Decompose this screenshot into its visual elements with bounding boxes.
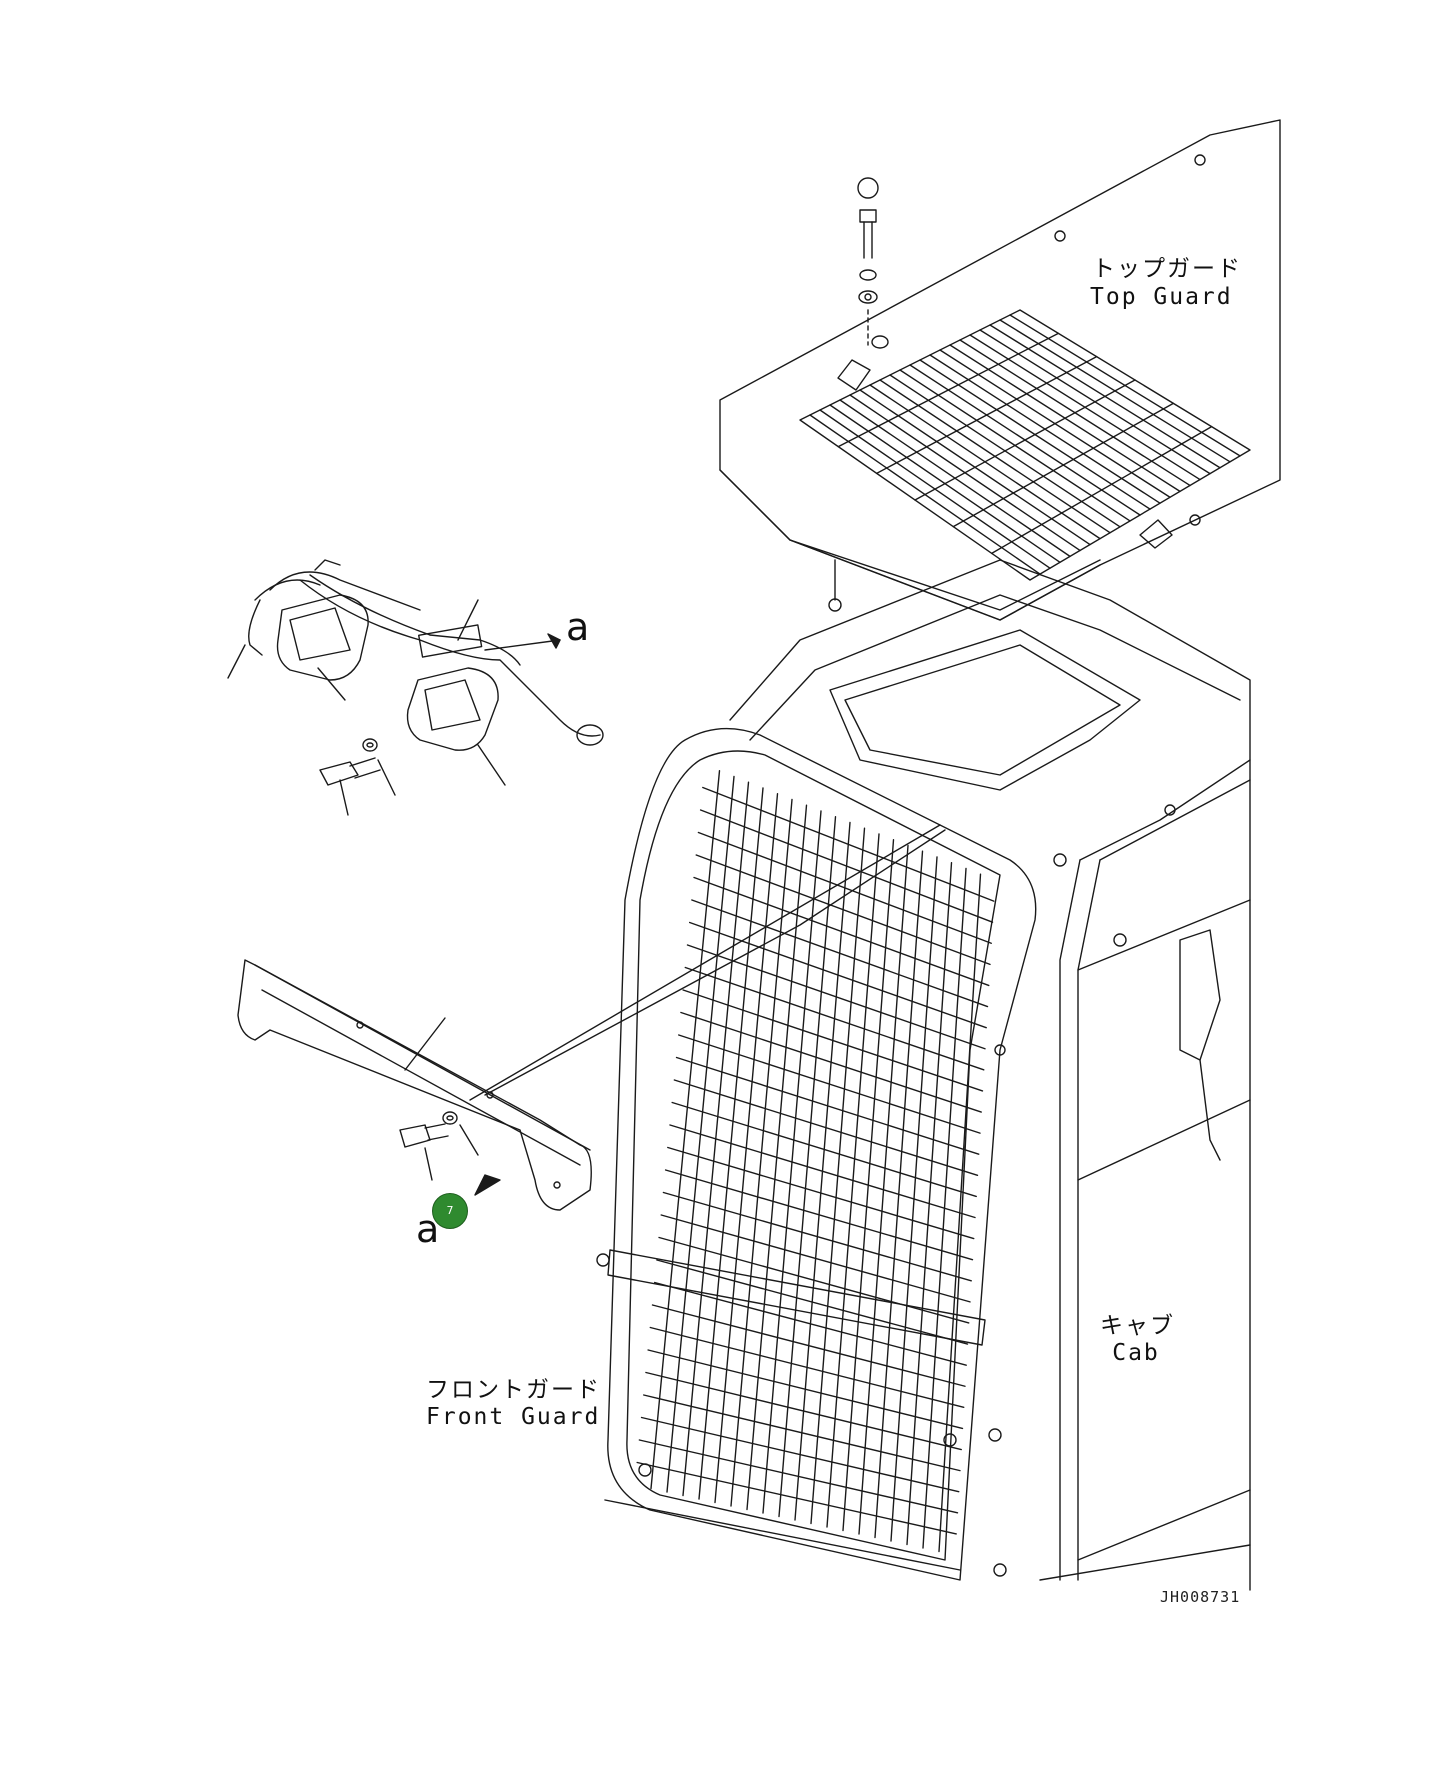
mesh-wire [660, 1214, 971, 1303]
top-guard-label-jp: トップガード [1092, 256, 1242, 282]
mesh-wire [686, 944, 986, 1050]
mesh-wire [675, 1056, 980, 1155]
mesh-wire [645, 1371, 962, 1451]
mesh-wire [914, 379, 1136, 501]
mesh-wire [699, 809, 994, 923]
reference-line [469, 824, 941, 1101]
mesh-wire [671, 1101, 977, 1198]
top-guard [719, 119, 1281, 621]
mesh-wire [656, 1259, 969, 1345]
front-guard-label-jp: フロントガード [426, 1377, 601, 1403]
lamp-2 [406, 667, 499, 751]
mesh-wire [875, 355, 1098, 475]
mesh-wire [680, 1011, 982, 1113]
mesh-wire [651, 1304, 966, 1387]
mesh-wire [837, 332, 1060, 448]
mesh-wire [684, 966, 985, 1071]
mesh-wire [695, 854, 991, 966]
lamp-bracket [237, 829, 946, 1211]
mesh-wire [697, 831, 992, 944]
mesh-wire [658, 1236, 970, 1324]
top-guard-mesh [809, 314, 1241, 575]
mesh-wire [662, 1191, 972, 1282]
mesh-wire [664, 1169, 974, 1261]
mesh-wire [688, 921, 987, 1029]
mesh-wire [691, 899, 989, 1008]
reference-letter-a-upper: a [566, 605, 590, 649]
cab-label-jp: キャブ [1100, 1313, 1175, 1339]
top-guard-label-en: Top Guard [1090, 284, 1233, 310]
mesh-wire [636, 1461, 957, 1535]
mesh-wire [693, 876, 990, 987]
cab-outline [729, 559, 1251, 1591]
mesh-wire [667, 1146, 975, 1240]
mesh-wire [653, 1281, 967, 1366]
front-guard [596, 727, 1037, 1581]
mesh-wire [643, 1394, 961, 1472]
mesh-wire [702, 786, 995, 902]
mesh-wire [678, 1034, 981, 1134]
mesh-wire [649, 1326, 965, 1409]
mesh-wire [669, 1124, 976, 1219]
cab-label-en: Cab [1112, 1340, 1160, 1366]
part-callout-badge[interactable]: 7 [432, 1193, 468, 1229]
mesh-wire [682, 989, 984, 1092]
mesh-wire [673, 1079, 979, 1177]
work-lamp-assembly [227, 559, 604, 816]
mesh-wire [952, 402, 1175, 528]
mesh-wire [647, 1349, 964, 1430]
front-guard-mesh [636, 770, 995, 1553]
front-guard-label-en: Front Guard [426, 1404, 601, 1430]
lamp-1 [276, 594, 369, 681]
drawing-code: JH008731 [1160, 1588, 1241, 1606]
mesh-wire [638, 1439, 959, 1514]
mesh-wire [640, 1416, 960, 1493]
mesh-wire [990, 425, 1213, 555]
